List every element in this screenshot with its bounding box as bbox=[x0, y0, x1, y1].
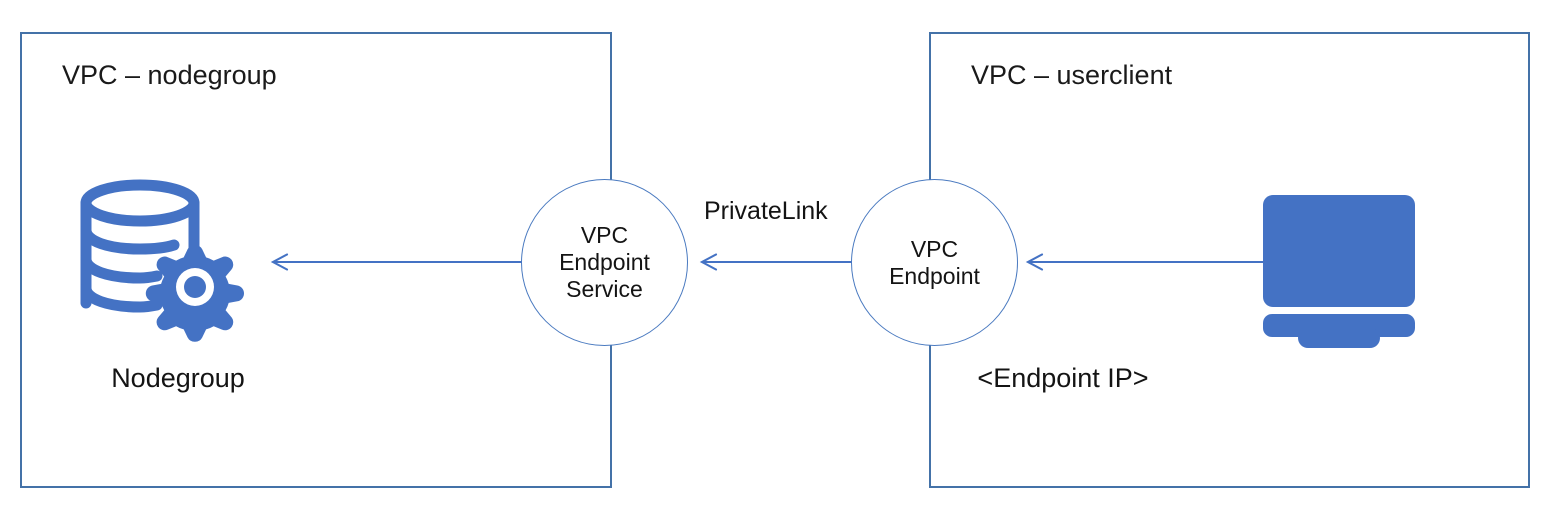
arrow-endpoint-to-service bbox=[699, 253, 853, 271]
vpc-title-nodegroup: VPC – nodegroup bbox=[62, 60, 277, 90]
vpc-endpoint-service-line-3: Service bbox=[566, 275, 643, 302]
vpc-endpoint-node[interactable]: VPC Endpoint bbox=[851, 179, 1018, 346]
nodegroup-caption: Nodegroup bbox=[111, 363, 245, 393]
arrow-monitor-to-endpoint bbox=[1025, 253, 1265, 271]
monitor-stand-icon bbox=[1298, 316, 1380, 348]
vpc-endpoint-line-1: VPC bbox=[910, 235, 959, 262]
arrow-service-to-nodegroup bbox=[270, 253, 523, 271]
vpc-endpoint-line-2: Endpoint bbox=[889, 262, 980, 289]
endpoint-ip-caption: <Endpoint IP> bbox=[977, 363, 1149, 393]
vpc-endpoint-service-line-2: Endpoint bbox=[559, 249, 650, 276]
privatelink-label: PrivateLink bbox=[704, 197, 828, 225]
vpc-endpoint-service-node[interactable]: VPC Endpoint Service bbox=[521, 179, 688, 346]
vpc-title-userclient: VPC – userclient bbox=[971, 60, 1173, 90]
database-gear-icon bbox=[80, 179, 244, 342]
vpc-endpoint-service-line-1: VPC bbox=[580, 222, 629, 249]
